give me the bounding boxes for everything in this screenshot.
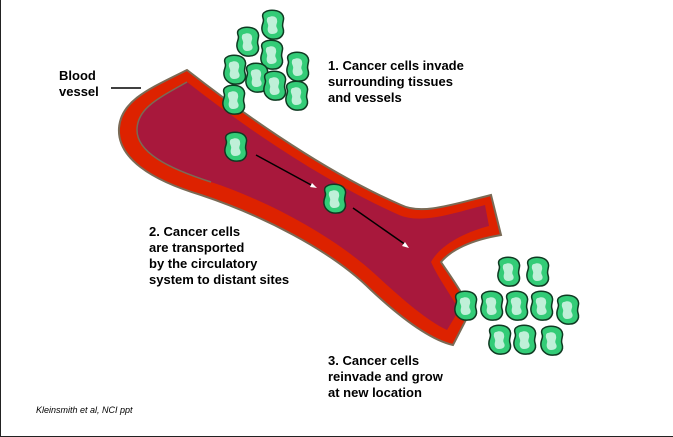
label-step-3: 3. Cancer cells reinvade and grow at new… xyxy=(328,353,443,401)
label-step-2: 2. Cancer cells are transported by the c… xyxy=(149,224,289,288)
credit-text: Kleinsmith et al, NCI ppt xyxy=(36,405,133,415)
circulating-cell-1 xyxy=(225,132,247,161)
colonizing-cell-cluster xyxy=(455,257,579,355)
label-blood-vessel: Blood vessel xyxy=(59,68,99,100)
invading-cell-cluster xyxy=(223,10,309,114)
blood-vessel-lumen xyxy=(137,82,489,330)
label-step-1: 1. Cancer cells invade surrounding tissu… xyxy=(328,58,464,106)
circulating-cell-2 xyxy=(324,184,346,213)
